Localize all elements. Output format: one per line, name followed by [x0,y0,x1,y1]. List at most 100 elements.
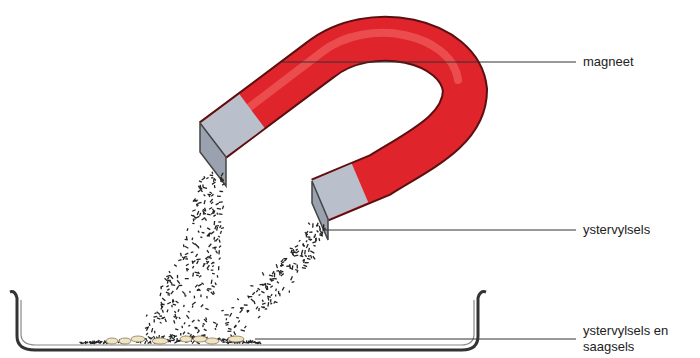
filing [203,323,205,324]
filing [167,302,171,304]
filing [183,256,185,260]
filing [225,340,228,341]
filing [227,330,231,332]
filing [168,294,171,296]
filing [197,289,199,290]
filing [103,341,104,344]
filing [219,213,223,215]
filing [193,219,195,221]
filing [157,312,160,315]
filing [171,284,175,286]
filing [265,287,267,291]
filing [265,308,268,309]
filing [211,212,214,215]
filing [260,284,264,285]
filing [270,299,272,302]
filing [277,281,279,283]
filing [192,210,195,211]
filing [171,305,172,307]
filing [218,250,220,254]
filing [261,307,264,308]
filing [203,209,206,211]
filing [204,217,206,220]
filing [173,304,176,305]
filing [284,258,287,261]
filing [204,176,205,178]
filing [292,265,294,269]
filing [316,223,318,227]
filing [197,211,199,215]
filing [207,290,210,292]
filing [185,246,189,248]
part-label: ystervylsels en saagsels [583,323,691,355]
filing [221,340,224,342]
filing [169,336,172,337]
filing [154,319,155,322]
filing [93,341,95,344]
filing [160,287,161,290]
filing [207,228,210,230]
filing [80,342,82,344]
filing [192,242,195,244]
filing [303,265,307,266]
filing [191,251,194,253]
filing [166,275,170,276]
filing [154,312,156,314]
filing [188,325,190,327]
filing [183,244,185,247]
filing [305,262,309,263]
filing [212,182,215,184]
filing [259,294,261,296]
filing [202,178,205,180]
filing [312,242,316,243]
filing [253,301,255,304]
filing [240,310,243,313]
filing [192,261,194,264]
leader-line [322,230,576,231]
filing [269,275,273,276]
magnet-highlight [222,33,458,128]
filing [262,300,263,302]
filing [224,314,228,315]
filing [211,172,213,174]
filing [217,196,221,197]
filing [174,314,176,317]
filing [148,341,151,343]
filing [297,265,298,269]
filing [152,328,153,332]
filing [147,342,150,343]
filing [322,232,324,233]
filing [222,184,224,186]
filing [195,328,197,329]
filing [207,268,208,270]
filing [262,303,265,304]
sawdust-chip [119,338,131,344]
filing [310,238,312,240]
filing [166,309,168,312]
filing [270,286,272,288]
filing [207,213,211,215]
filing [210,192,213,193]
filing [197,342,200,344]
filing [213,322,216,323]
filing [214,240,217,242]
filing [241,330,245,331]
filing [166,286,168,287]
filing [145,341,146,344]
filing [165,319,166,322]
filing [194,327,197,328]
filing [220,225,221,227]
filing [306,240,307,242]
filing [192,223,194,225]
filing [279,272,280,276]
filing [307,258,310,260]
filing [217,208,221,210]
filing [200,226,202,228]
filing [207,194,210,196]
filing [195,244,198,247]
filing [208,233,210,237]
filing [291,250,292,253]
filing [172,300,173,303]
filing [177,280,180,283]
